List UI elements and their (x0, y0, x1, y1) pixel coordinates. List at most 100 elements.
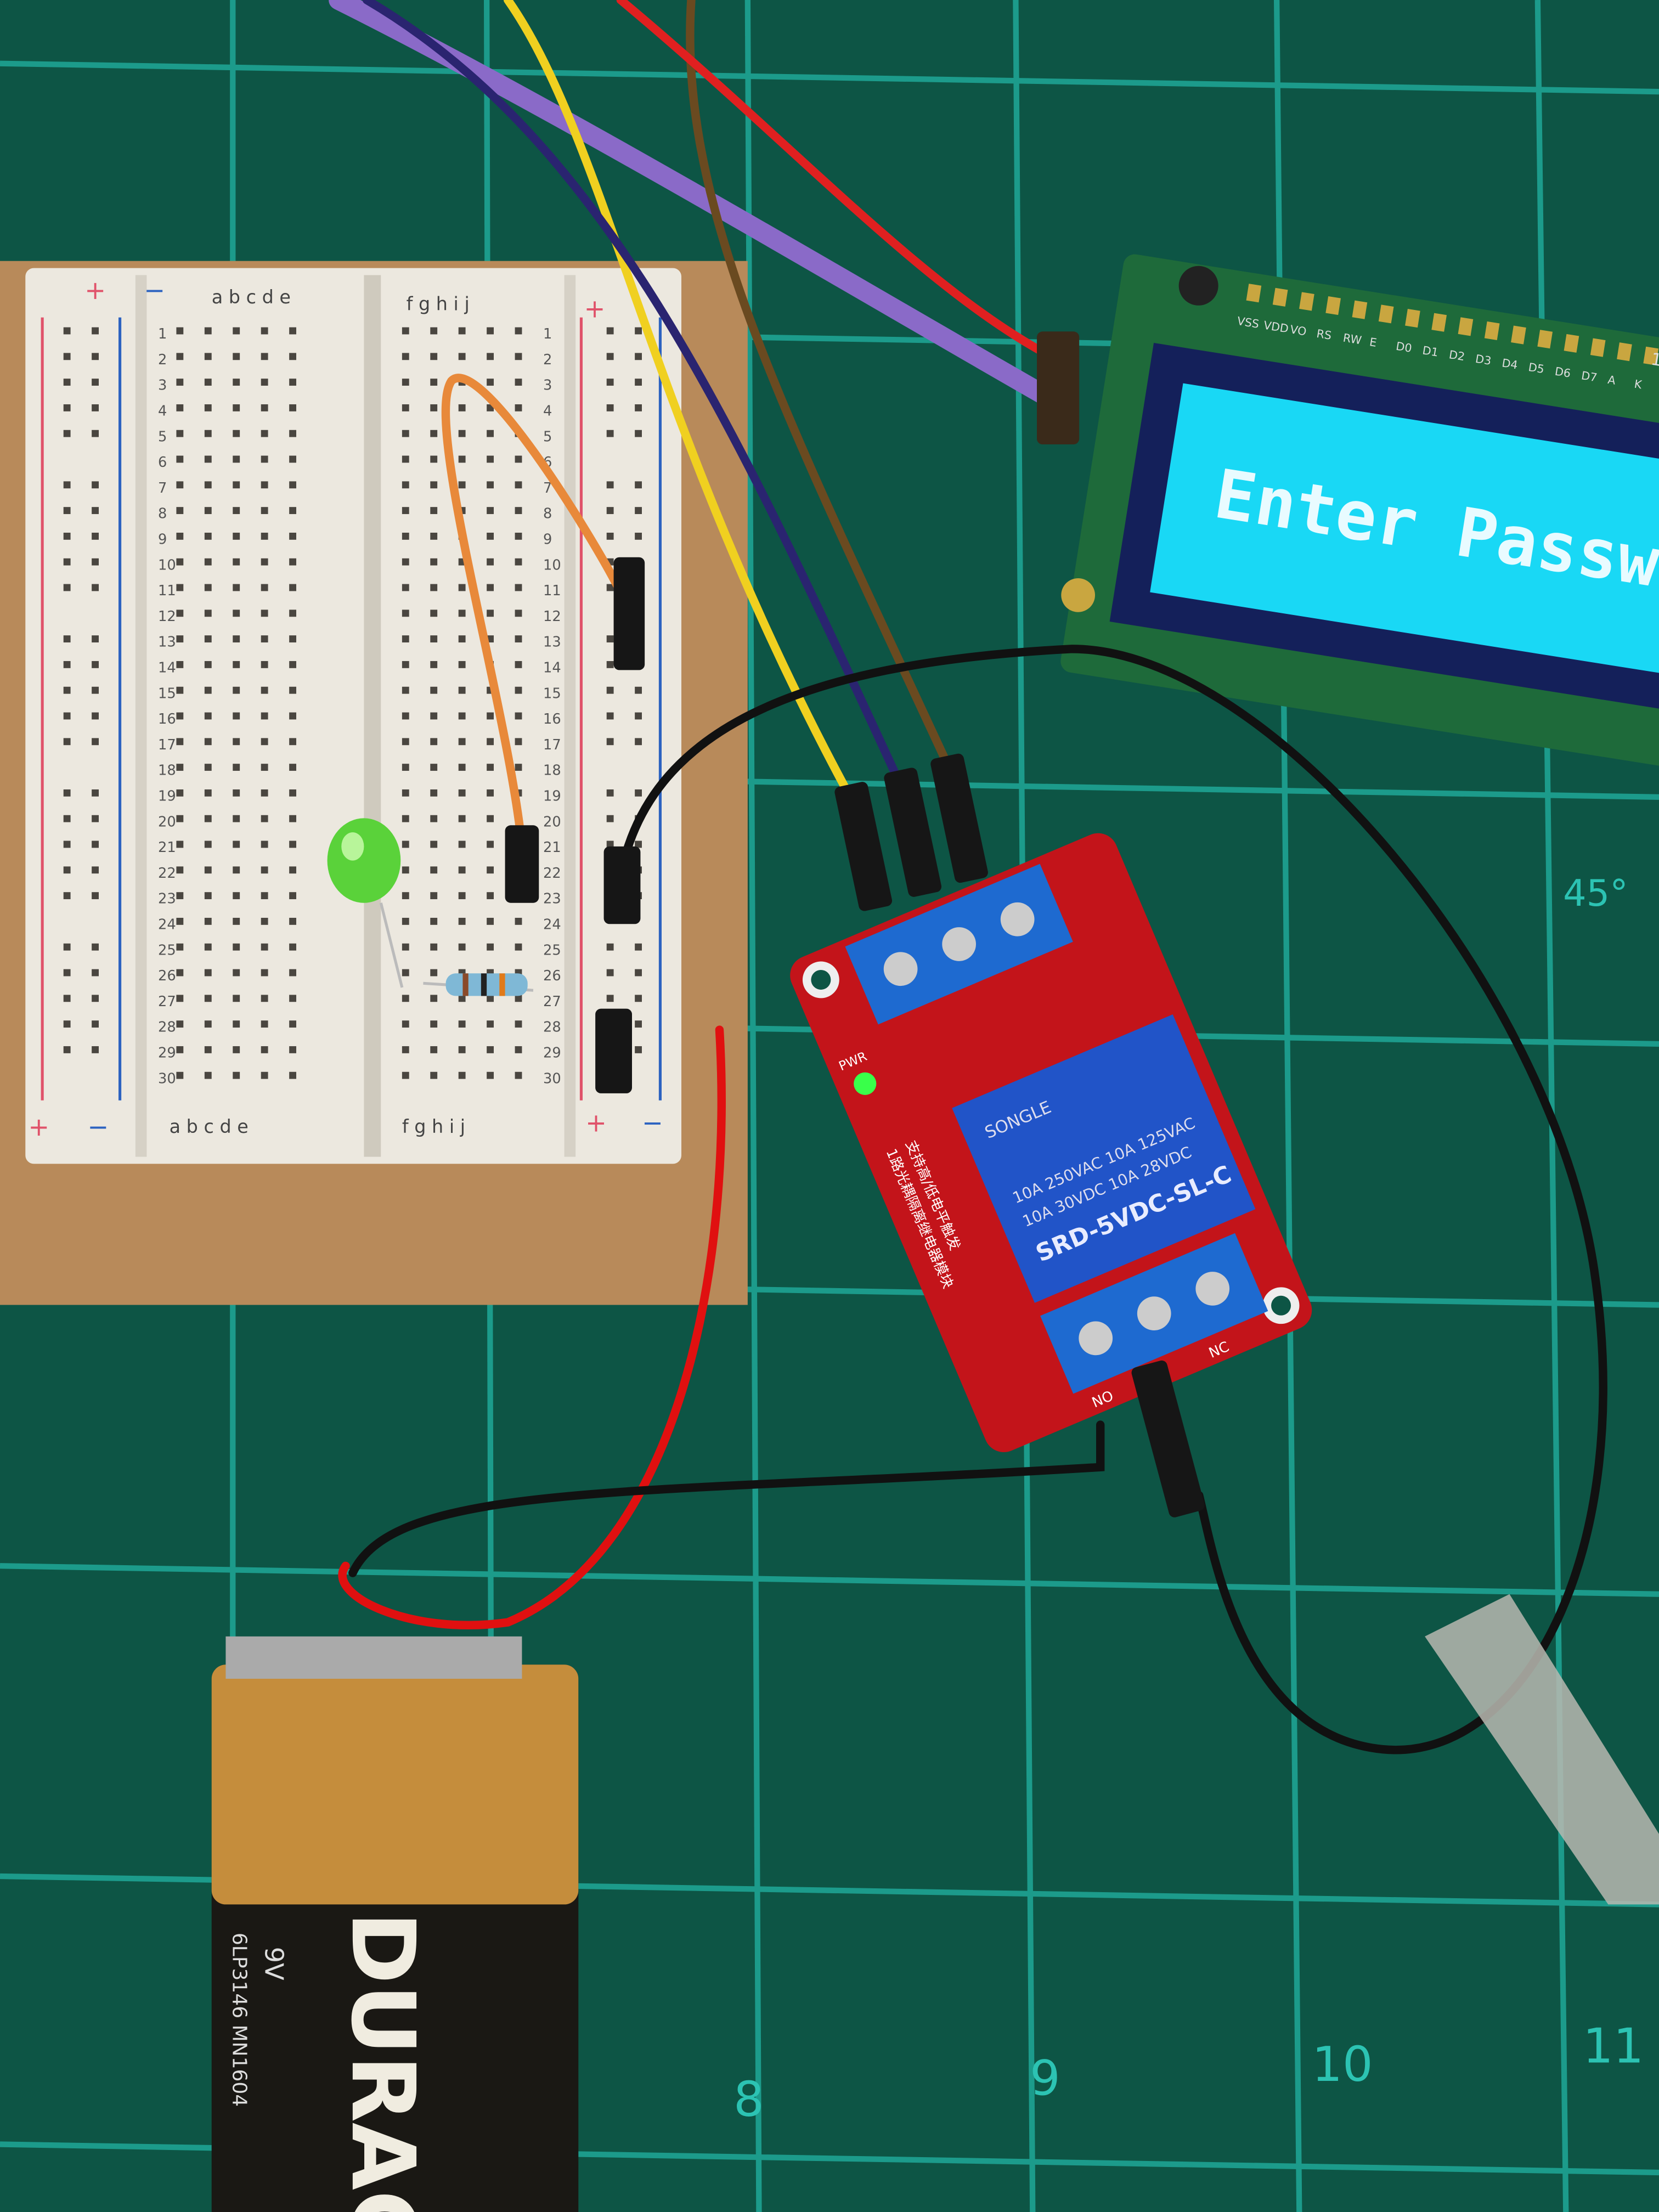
hole[interactable] (289, 840, 296, 848)
hole[interactable] (176, 738, 184, 746)
hole[interactable] (430, 995, 438, 1002)
hole[interactable] (204, 584, 212, 591)
rail-hole[interactable] (63, 327, 71, 335)
rail-hole[interactable] (92, 532, 99, 540)
rail-hole[interactable] (635, 969, 642, 977)
rail-hole[interactable] (63, 840, 71, 848)
hole[interactable] (176, 327, 184, 335)
hole[interactable] (204, 404, 212, 411)
rail-hole[interactable] (92, 943, 99, 951)
rail-hole[interactable] (92, 686, 99, 694)
hole[interactable] (487, 943, 494, 951)
hole[interactable] (487, 815, 494, 822)
hole[interactable] (233, 789, 240, 797)
hole[interactable] (430, 558, 438, 566)
hole[interactable] (458, 712, 466, 720)
hole[interactable] (233, 353, 240, 360)
hole[interactable] (233, 686, 240, 694)
hole[interactable] (204, 764, 212, 771)
rail-hole[interactable] (635, 430, 642, 437)
hole[interactable] (261, 327, 268, 335)
hole[interactable] (487, 764, 494, 771)
hole[interactable] (261, 789, 268, 797)
hole[interactable] (261, 1071, 268, 1079)
rail-hole[interactable] (635, 789, 642, 797)
hole[interactable] (458, 764, 466, 771)
hole[interactable] (515, 661, 522, 668)
hole[interactable] (402, 327, 409, 335)
hole[interactable] (204, 379, 212, 386)
hole[interactable] (233, 584, 240, 591)
hole[interactable] (402, 789, 409, 797)
hole[interactable] (430, 610, 438, 617)
rail-hole[interactable] (92, 712, 99, 720)
hole[interactable] (204, 738, 212, 746)
rail-hole[interactable] (63, 635, 71, 643)
hole[interactable] (289, 635, 296, 643)
hole[interactable] (487, 840, 494, 848)
rail-hole[interactable] (92, 584, 99, 591)
hole[interactable] (430, 840, 438, 848)
hole[interactable] (458, 661, 466, 668)
hole[interactable] (487, 430, 494, 437)
rail-hole[interactable] (606, 943, 614, 951)
hole[interactable] (289, 455, 296, 463)
rail-hole[interactable] (63, 969, 71, 977)
rail-hole[interactable] (635, 995, 642, 1002)
hole[interactable] (515, 404, 522, 411)
hole[interactable] (289, 507, 296, 515)
hole[interactable] (289, 943, 296, 951)
hole[interactable] (487, 327, 494, 335)
hole[interactable] (289, 866, 296, 874)
hole[interactable] (176, 379, 184, 386)
hole[interactable] (204, 995, 212, 1002)
hole[interactable] (458, 584, 466, 591)
hole[interactable] (233, 969, 240, 977)
hole[interactable] (289, 815, 296, 822)
hole[interactable] (204, 507, 212, 515)
hole[interactable] (515, 455, 522, 463)
hole[interactable] (487, 610, 494, 617)
hole[interactable] (458, 943, 466, 951)
hole[interactable] (515, 738, 522, 746)
hole[interactable] (204, 661, 212, 668)
hole[interactable] (487, 532, 494, 540)
rail-hole[interactable] (92, 995, 99, 1002)
hole[interactable] (233, 404, 240, 411)
rail-hole[interactable] (63, 379, 71, 386)
hole[interactable] (204, 635, 212, 643)
hole[interactable] (176, 507, 184, 515)
hole[interactable] (430, 635, 438, 643)
hole[interactable] (458, 686, 466, 694)
hole[interactable] (430, 764, 438, 771)
hole[interactable] (402, 532, 409, 540)
hole[interactable] (515, 353, 522, 360)
hole[interactable] (176, 430, 184, 437)
hole[interactable] (233, 1020, 240, 1028)
hole[interactable] (204, 353, 212, 360)
hole[interactable] (515, 1046, 522, 1053)
hole[interactable] (430, 686, 438, 694)
rail-hole[interactable] (63, 789, 71, 797)
hole[interactable] (289, 995, 296, 1002)
hole[interactable] (233, 738, 240, 746)
hole[interactable] (204, 815, 212, 822)
rail-hole[interactable] (92, 661, 99, 668)
hole[interactable] (176, 789, 184, 797)
hole[interactable] (233, 840, 240, 848)
rail-hole[interactable] (635, 404, 642, 411)
hole[interactable] (458, 635, 466, 643)
rail-hole[interactable] (92, 969, 99, 977)
hole[interactable] (402, 686, 409, 694)
hole[interactable] (289, 686, 296, 694)
hole[interactable] (204, 840, 212, 848)
hole[interactable] (233, 917, 240, 925)
hole[interactable] (204, 532, 212, 540)
rail-hole[interactable] (635, 943, 642, 951)
rail-hole[interactable] (606, 712, 614, 720)
hole[interactable] (233, 455, 240, 463)
hole[interactable] (430, 327, 438, 335)
hole[interactable] (289, 917, 296, 925)
hole[interactable] (515, 635, 522, 643)
hole[interactable] (430, 712, 438, 720)
